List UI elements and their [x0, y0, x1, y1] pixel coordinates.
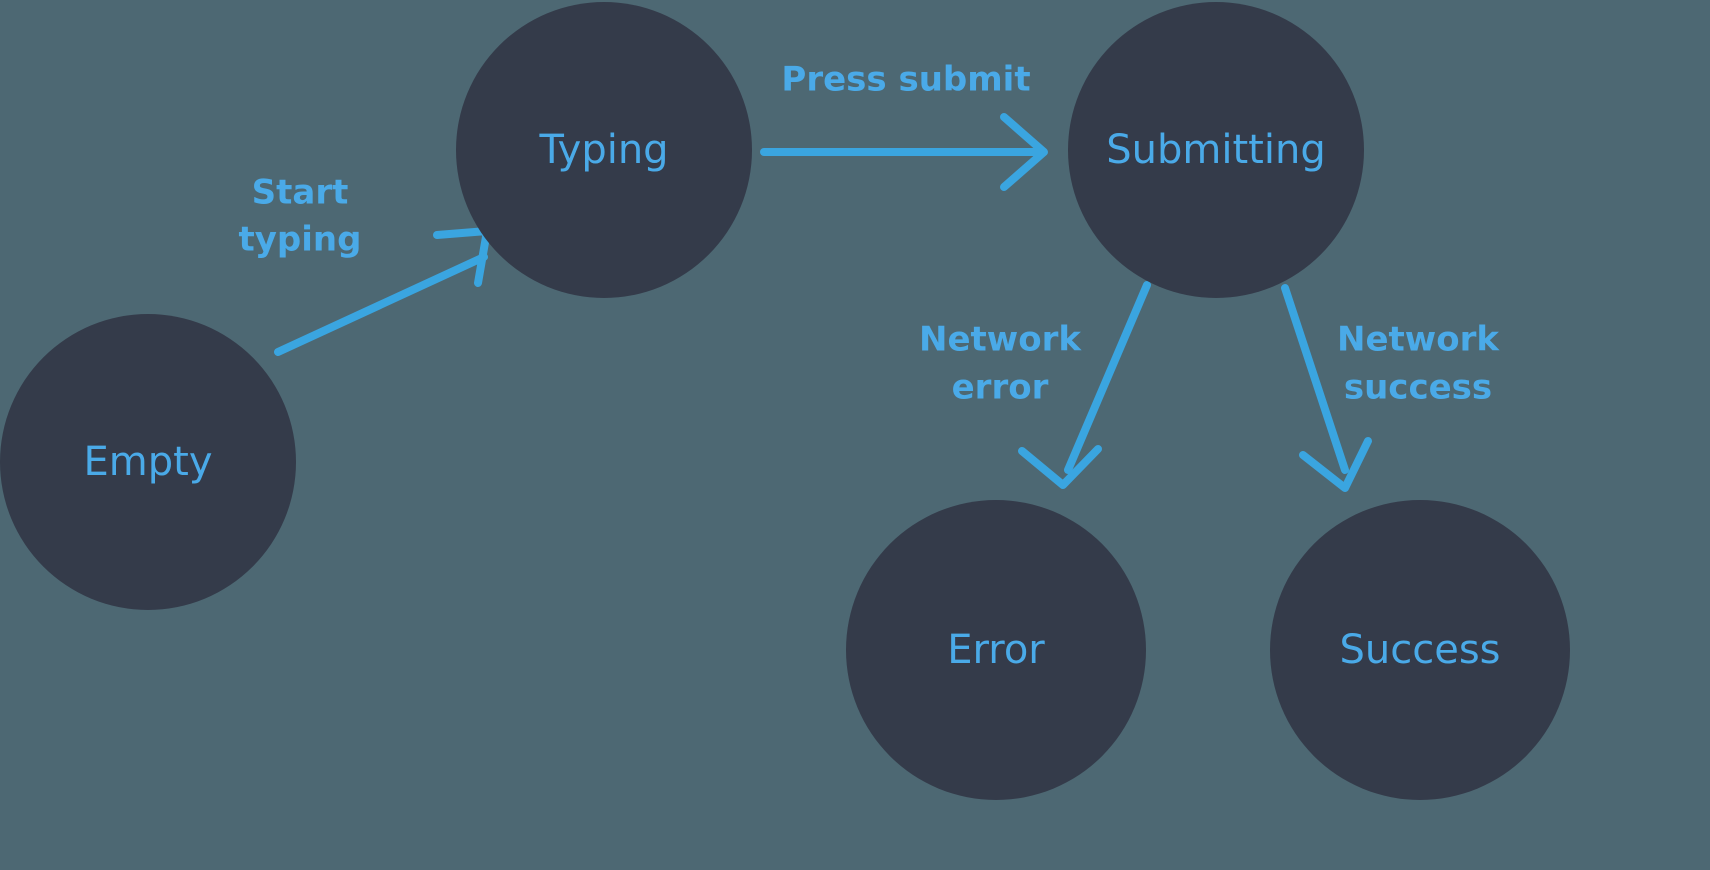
node-typing[interactable]: Typing	[456, 2, 752, 298]
edge-label-press-submit-line1: Press submit	[781, 60, 1030, 100]
edge-label-start-typing-line1: Start	[252, 173, 349, 213]
edge-label-network-success: Network success	[1337, 320, 1500, 408]
edge-label-network-error: Network error	[919, 320, 1082, 408]
edge-label-network-error-line1: Network	[919, 320, 1082, 360]
node-label-typing: Typing	[538, 127, 668, 173]
edge-label-network-success-line2: success	[1344, 368, 1492, 408]
node-circle-error	[846, 500, 1146, 800]
node-empty[interactable]: Empty	[0, 314, 296, 610]
node-label-submitting: Submitting	[1106, 127, 1325, 173]
edge-submitting-to-success[interactable]	[1281, 284, 1372, 492]
arrowhead-submitting-to-success	[1299, 437, 1372, 492]
node-label-success: Success	[1339, 627, 1500, 673]
edge-label-network-success-line1: Network	[1337, 320, 1500, 360]
arrowhead-submitting-to-error	[1018, 445, 1102, 489]
edge-line-empty-to-typing	[274, 253, 488, 356]
edge-label-start-typing: Start typing	[239, 173, 362, 260]
edge-line-submitting-to-success	[1281, 284, 1349, 474]
node-circle-success	[1270, 500, 1570, 800]
node-circle-empty	[0, 314, 296, 610]
edge-label-start-typing-line2: typing	[239, 220, 362, 260]
node-label-error: Error	[947, 627, 1045, 673]
node-success[interactable]: Success	[1270, 500, 1570, 800]
edge-typing-to-submitting[interactable]	[760, 113, 1048, 191]
node-error[interactable]: Error	[846, 500, 1146, 800]
arrowhead-typing-to-submitting	[1000, 113, 1048, 191]
node-label-empty: Empty	[84, 439, 213, 485]
node-circle-submitting	[1068, 2, 1364, 298]
edge-label-network-error-line2: error	[952, 368, 1049, 408]
node-circle-typing	[456, 2, 752, 298]
node-submitting[interactable]: Submitting	[1068, 2, 1364, 298]
edge-line-submitting-to-error	[1064, 281, 1151, 474]
edge-submitting-to-error[interactable]	[1018, 281, 1151, 489]
edge-label-press-submit: Press submit	[781, 60, 1030, 100]
